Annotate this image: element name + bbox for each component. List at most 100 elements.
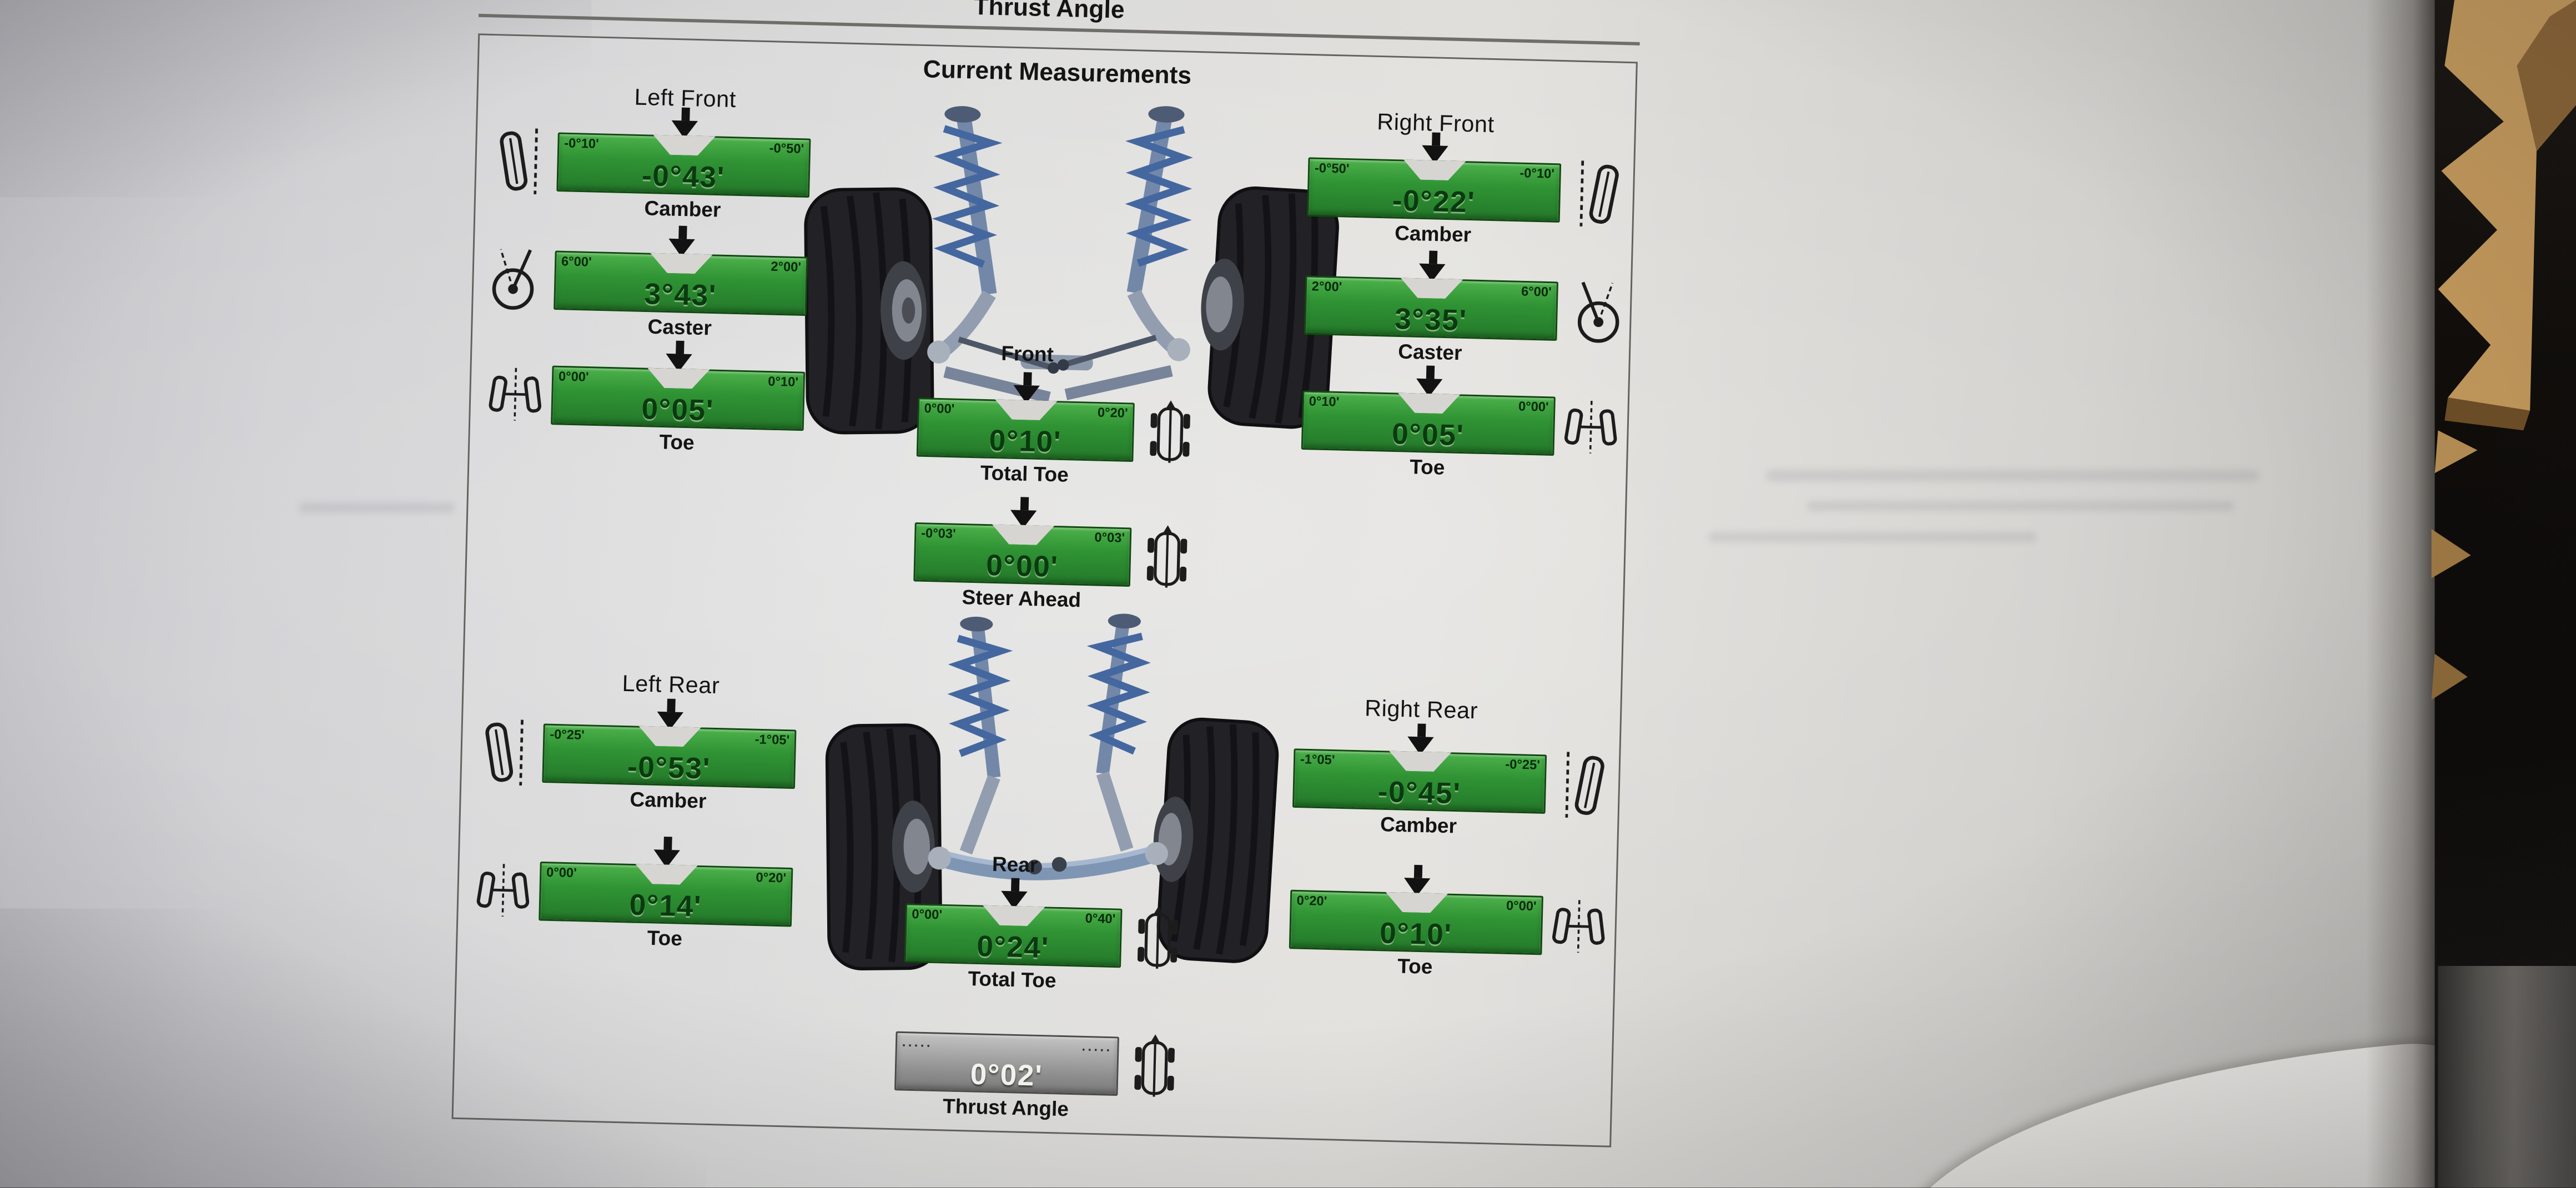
steer-ahead-meter: -0°03' 0°03' 0°00' xyxy=(913,522,1132,587)
down-arrow-icon xyxy=(665,340,693,372)
measured-value: 0°14' xyxy=(628,888,702,923)
meter-notch xyxy=(647,368,710,389)
bleedthrough-mark xyxy=(1807,501,2235,511)
spec-limit-right: -0°10' xyxy=(1520,165,1555,181)
thrust-angle-meter: ..... ..... 0°02' xyxy=(894,1031,1119,1096)
down-arrow-icon xyxy=(1403,864,1431,897)
spec-limit-right: 0°10' xyxy=(768,373,799,389)
down-arrow-icon xyxy=(656,698,684,731)
front-total-toe-meter: 0°00' 0°20' 0°10' xyxy=(916,397,1135,462)
meter-notch xyxy=(982,905,1045,927)
toe-icon xyxy=(1548,889,1609,963)
clipped-previous-section-label: Thrust Angle xyxy=(973,0,1125,25)
lf-caster-meter: 6°00' 2°00' 3°43' xyxy=(554,250,808,316)
spec-limit-right: 2°00' xyxy=(771,258,802,274)
rf-caster-meter: 2°00' 6°00' 3°35' xyxy=(1304,275,1558,341)
down-arrow-icon xyxy=(1421,132,1449,164)
bleedthrough-mark xyxy=(299,502,455,513)
front-suspension-illustration xyxy=(804,106,1339,435)
spec-limit-left: -0°10' xyxy=(564,135,600,151)
spec-limit-right: 0°20' xyxy=(756,869,787,885)
steer-ahead-gauge: -0°03' 0°03' 0°00' Steer Ahead xyxy=(913,497,1132,613)
toe-icon xyxy=(485,358,546,431)
measured-value: 0°00' xyxy=(985,548,1059,584)
spec-limit-left: -0°03' xyxy=(920,525,957,541)
rr-toe-meter: 0°20' 0°00' 0°10' xyxy=(1289,889,1543,955)
front-total-toe-gauge: 0°00' 0°20' 0°10' Total Toe xyxy=(916,372,1135,488)
rf-toe-gauge: 0°10' 0°00' 0°05' Toe xyxy=(1301,365,1556,482)
spec-limit-left: -0°50' xyxy=(1314,160,1350,176)
spec-limit-left: 0°10' xyxy=(1309,393,1340,409)
spec-limit-left: -1°05' xyxy=(1300,751,1335,767)
vehicle-top-icon xyxy=(1124,1030,1185,1104)
spec-limit-right: 0°00' xyxy=(1518,398,1549,414)
meter-notch xyxy=(1403,160,1466,181)
lf-toe-meter: 0°00' 0°10' 0°05' xyxy=(551,365,806,431)
meter-notch xyxy=(1397,393,1460,414)
meter-notch xyxy=(653,135,716,156)
camber-icon xyxy=(476,716,537,789)
spec-limit-right: -0°25' xyxy=(1505,756,1541,772)
spec-limit-left: 6°00' xyxy=(561,253,592,269)
measured-value: -0°53' xyxy=(627,750,711,786)
down-arrow-icon xyxy=(1418,250,1446,283)
lr-camber-meter: -0°25' -1°05' -0°53' xyxy=(542,723,797,789)
spec-limit-right: ..... xyxy=(1081,1038,1113,1054)
lr-camber-gauge: -0°25' -1°05' -0°53' Camber xyxy=(541,698,797,815)
measured-value: -0°45' xyxy=(1377,775,1461,811)
spec-limit-left: 0°00' xyxy=(546,864,577,880)
measured-value: 0°05' xyxy=(641,392,715,427)
vehicle-top-icon xyxy=(1140,396,1201,470)
caster-icon xyxy=(1563,275,1624,349)
down-arrow-icon xyxy=(1416,365,1443,397)
down-arrow-icon xyxy=(1010,497,1037,529)
meter-notch xyxy=(995,399,1058,420)
camber-icon xyxy=(1566,157,1627,231)
meter-notch xyxy=(1400,278,1463,299)
measured-value: 3°43' xyxy=(643,278,717,313)
spec-limit-right: 6°00' xyxy=(1521,283,1552,299)
rear-total-toe-meter: 0°00' 0°40' 0°24' xyxy=(904,903,1123,968)
down-arrow-icon xyxy=(671,107,698,139)
gray-surface-bottom-right xyxy=(2438,966,2576,1188)
vehicle-top-icon xyxy=(1136,521,1198,595)
bleedthrough-mark xyxy=(1708,532,2037,542)
meter-notch xyxy=(638,726,701,747)
spec-limit-left: ..... xyxy=(902,1034,933,1050)
rr-camber-meter: -1°05' -0°25' -0°45' xyxy=(1292,748,1547,814)
corner-shadow xyxy=(0,0,592,198)
meter-notch xyxy=(1385,892,1448,913)
rr-camber-gauge: -1°05' -0°25' -0°45' Camber xyxy=(1292,723,1547,840)
toe-icon xyxy=(473,853,534,927)
measured-value: 3°35' xyxy=(1394,302,1468,338)
meter-notch xyxy=(650,253,712,274)
lf-toe-gauge: 0°00' 0°10' 0°05' Toe xyxy=(550,340,806,457)
measured-value: 0°02' xyxy=(970,1058,1043,1093)
paper-edge-shadow xyxy=(2366,0,2438,1188)
down-arrow-icon xyxy=(1013,372,1040,404)
down-arrow-icon xyxy=(653,837,681,869)
spec-limit-left: 0°00' xyxy=(912,905,943,922)
measured-value: 0°10' xyxy=(1379,917,1453,952)
lf-caster-gauge: 6°00' 2°00' 3°43' Caster xyxy=(553,225,808,342)
measured-value: 0°10' xyxy=(988,424,1062,459)
spec-limit-right: -0°50' xyxy=(769,140,804,156)
measured-value: 0°24' xyxy=(976,930,1050,965)
lf-camber-gauge: -0°10' -0°50' -0°43' Camber xyxy=(556,107,811,224)
meter-notch xyxy=(635,864,698,885)
spec-limit-left: 0°20' xyxy=(1296,892,1327,908)
spec-limit-right: -1°05' xyxy=(754,731,790,747)
spec-limit-left: 0°00' xyxy=(558,368,589,384)
lr-toe-gauge: 0°00' 0°20' 0°14' Toe xyxy=(538,837,793,953)
rear-suspension-illustration xyxy=(825,613,1279,971)
spec-limit-right: 0°00' xyxy=(1506,897,1537,913)
meter-notch xyxy=(1388,751,1451,772)
measured-value: -0°43' xyxy=(641,159,726,194)
rf-camber-gauge: -0°50' -0°10' -0°22' Camber xyxy=(1306,132,1561,249)
gold-jagged-edge xyxy=(2431,0,2576,700)
rf-toe-meter: 0°10' 0°00' 0°05' xyxy=(1301,390,1556,456)
bleedthrough-mark xyxy=(1766,470,2259,482)
down-arrow-icon xyxy=(1000,878,1028,910)
